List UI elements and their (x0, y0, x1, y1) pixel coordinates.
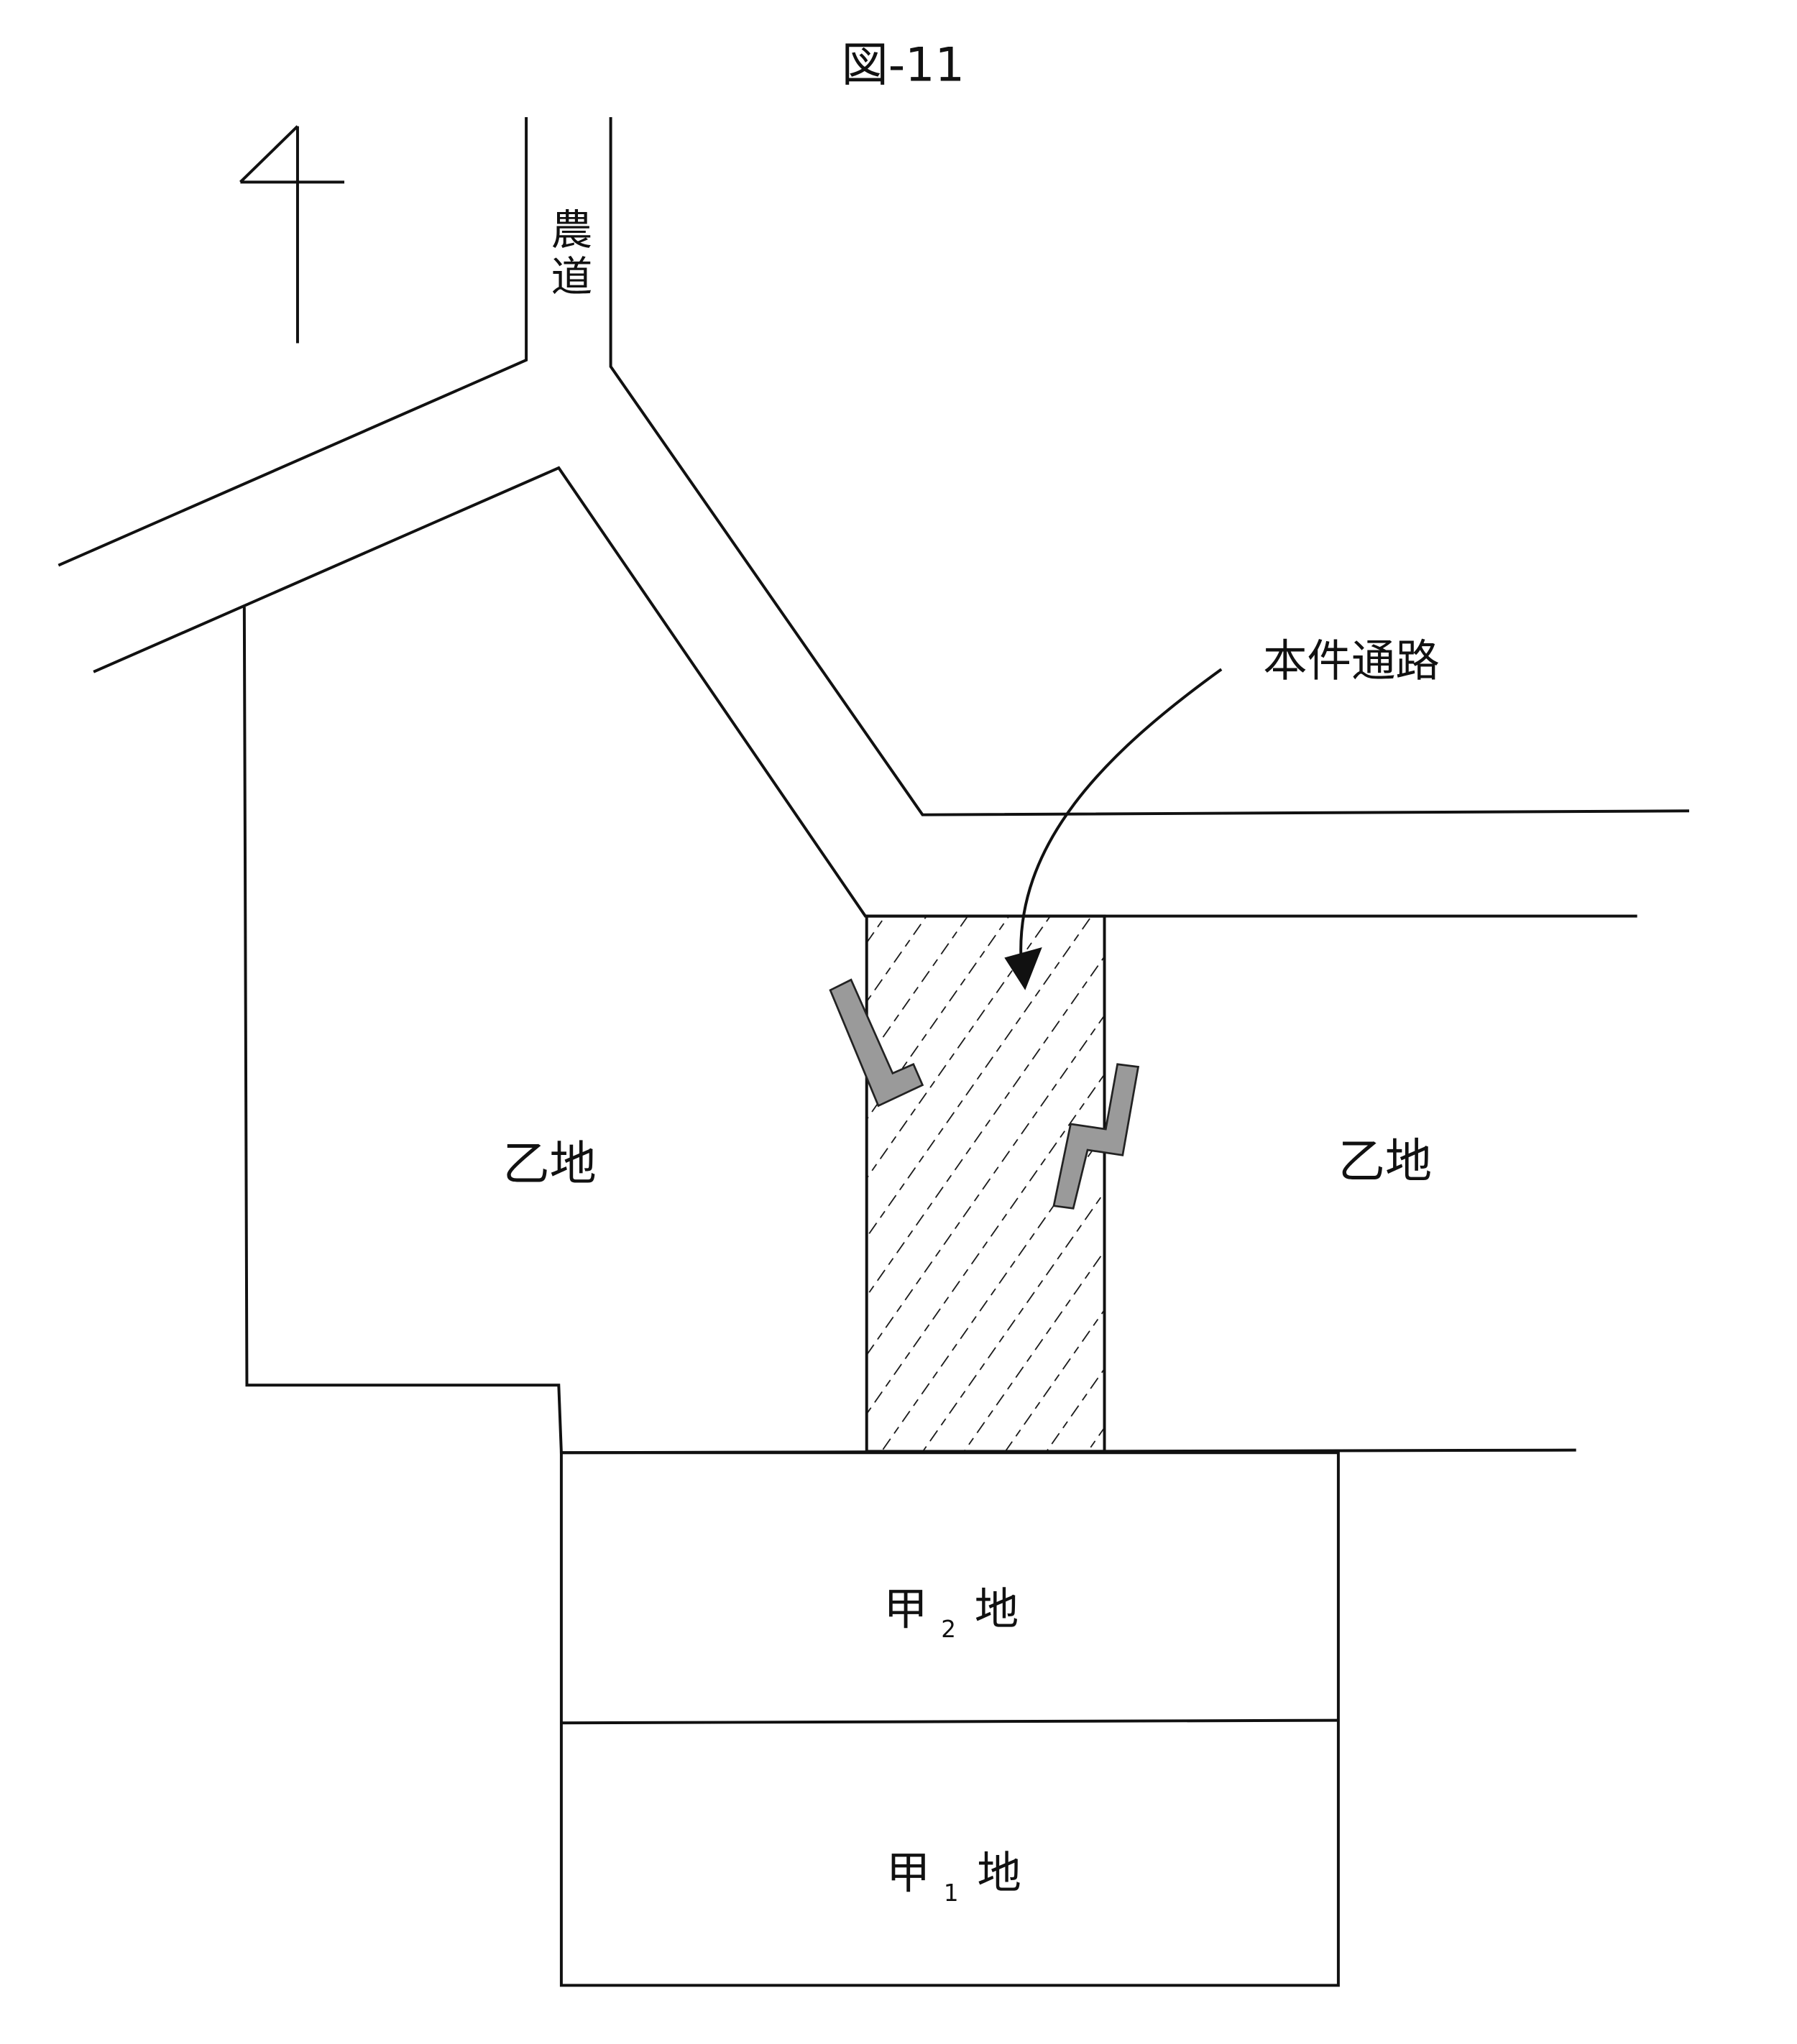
svg-text:地: 地 (977, 1848, 1021, 1899)
svg-text:甲: 甲 (883, 1584, 927, 1635)
road-label: 農 道 農道 (551, 206, 592, 301)
svg-text:甲: 甲 (886, 1848, 930, 1899)
figure-title: 図-11 (842, 38, 965, 92)
boundary-mark-left (829, 978, 924, 1108)
north-arrow-icon (239, 125, 345, 344)
svg-text:2: 2 (941, 1616, 956, 1643)
svg-text:地: 地 (975, 1584, 1019, 1635)
arrowhead-icon (1004, 947, 1042, 990)
kou-parcels (559, 1451, 1340, 1987)
road-lines (58, 116, 1689, 918)
svg-text:農: 農 (551, 206, 592, 254)
passage-pointer-arrow (1019, 668, 1223, 965)
otsu-left-label: 乙地 (503, 1138, 597, 1192)
boundary-mark-right (1052, 1063, 1140, 1210)
kou1-label: 甲 1 地 (886, 1848, 1021, 1907)
svg-text:1: 1 (944, 1879, 959, 1907)
svg-text:道: 道 (551, 252, 592, 301)
kou2-label: 甲 2 地 (883, 1584, 1019, 1643)
passage-label: 本件通路 (1263, 635, 1440, 686)
otsu-right-label: 乙地 (1338, 1135, 1432, 1189)
